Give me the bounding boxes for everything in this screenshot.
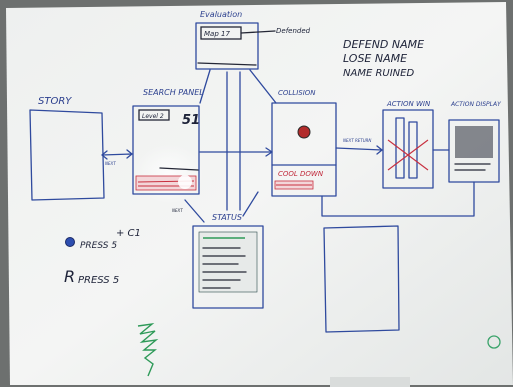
board-tray: [330, 377, 410, 387]
search-panel-glow: [178, 175, 192, 189]
top-side-label: Defended: [276, 27, 311, 35]
status-label: STATUS: [212, 213, 242, 222]
action-label: ACTION WIN: [386, 100, 431, 108]
center-bottom-label: COOL DOWN: [278, 170, 324, 178]
note-2: LOSE NAME: [343, 52, 407, 65]
search-label: SEARCH PANEL: [143, 88, 204, 97]
plus-label: + C1: [116, 228, 141, 239]
story-label: STORY: [38, 96, 72, 107]
press-r-letter: R: [64, 267, 75, 286]
note-1: DEFEND NAME: [343, 38, 424, 51]
press-label-1: PRESS 5: [80, 241, 117, 251]
collision-emblem: [298, 126, 310, 138]
top-box-inner-label: Map 17: [204, 30, 230, 38]
search-side-number: 51: [182, 113, 200, 128]
action-list-label: ACTION DISPLAY: [450, 101, 502, 108]
press-label-2: PRESS 5: [78, 275, 119, 286]
small-mid-label: NEXT: [172, 208, 183, 213]
top-box-label: Evaluation: [200, 10, 242, 19]
small-next-label: NEXT: [105, 161, 116, 166]
small-return-label: NEXT RETURN: [343, 138, 371, 143]
note-3: NAME RUINED: [343, 68, 414, 79]
search-inner-label: Level 2: [142, 113, 164, 120]
center-label: COLLISION: [278, 89, 316, 97]
press-bullet-icon: [66, 238, 75, 247]
